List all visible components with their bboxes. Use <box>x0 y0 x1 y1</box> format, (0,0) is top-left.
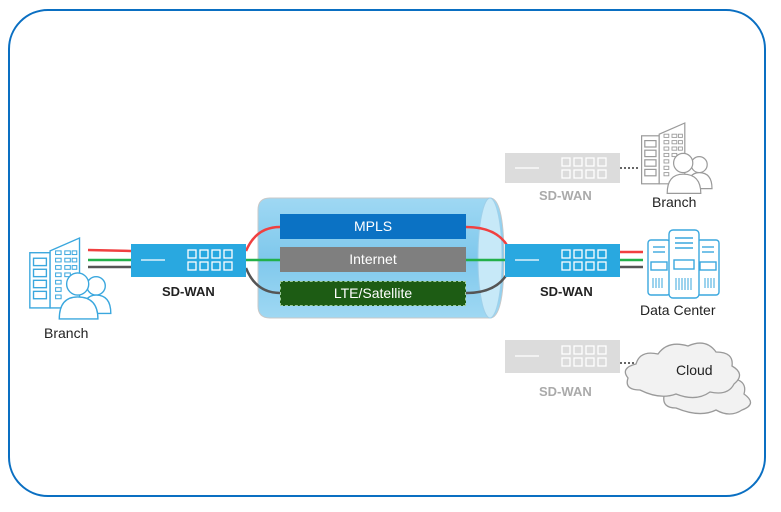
branch-uplinks-left <box>87 248 132 269</box>
data-center-label: Data Center <box>640 302 716 318</box>
left-sdwan-label: SD-WAN <box>162 284 215 299</box>
remote-branch-building-users-icon <box>640 122 713 194</box>
diagram-frame <box>8 9 766 497</box>
sdwan-appliance-remote-branch-icon <box>505 153 640 183</box>
server-rack-icon <box>647 229 720 299</box>
transport-lte-satellite: LTE/Satellite <box>280 281 466 306</box>
transport-mpls-label: MPLS <box>353 218 393 234</box>
remote-branch-sdwan-label: SD-WAN <box>539 188 592 203</box>
cloud-sdwan-label: SD-WAN <box>539 384 592 399</box>
right-sdwan-label: SD-WAN <box>540 284 593 299</box>
cloud-label: Cloud <box>676 362 713 378</box>
transport-lte-label: LTE/Satellite <box>333 285 413 301</box>
sdwan-appliance-right-icon <box>505 244 620 277</box>
remote-branch-label: Branch <box>652 194 697 210</box>
transport-mpls: MPLS <box>280 214 466 239</box>
datacenter-links <box>620 250 643 269</box>
transport-internet: Internet <box>280 247 466 272</box>
transport-internet-label: Internet <box>349 251 397 267</box>
cloud-icon <box>624 342 752 415</box>
sdwan-appliance-cloud-icon <box>505 340 643 373</box>
sdwan-appliance-left-icon <box>131 244 246 277</box>
left-branch-label: Branch <box>44 325 89 341</box>
